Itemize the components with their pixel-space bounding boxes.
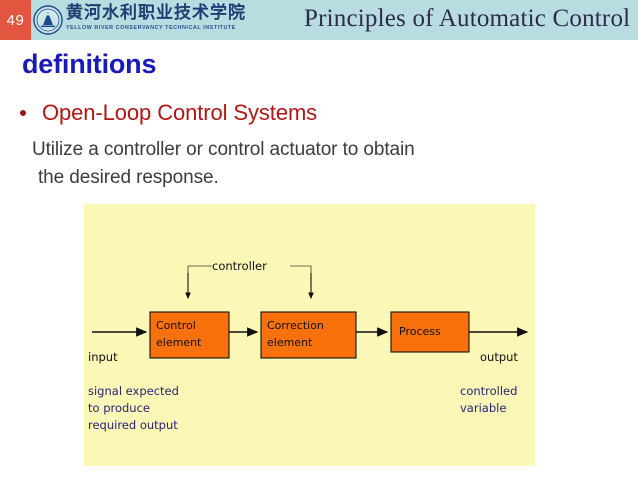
controller-bracket-label: controller bbox=[212, 259, 267, 273]
input-note-line-2: to produce bbox=[88, 401, 150, 415]
school-name-cn: 黄河水利职业技术学院 bbox=[66, 3, 246, 23]
block-control-element-line2: element bbox=[156, 336, 202, 349]
block-process[interactable]: Process bbox=[390, 311, 470, 353]
bullet-item-label: Open-Loop Control Systems bbox=[42, 100, 318, 125]
input-note-line-1: signal expected bbox=[88, 384, 179, 398]
school-name-en: YELLOW RIVER CONSERVANCY TECHNICAL INSTI… bbox=[66, 25, 236, 31]
output-note-line-1: controlled bbox=[460, 384, 517, 398]
body-text-line-2: the desired response. bbox=[38, 167, 219, 188]
block-diagram-panel: controller Control element Correction el… bbox=[84, 204, 535, 466]
block-correction-element-line1: Correction bbox=[267, 319, 324, 332]
school-name-block: 黄河水利职业技术学院 YELLOW RIVER CONSERVANCY TECH… bbox=[66, 3, 246, 38]
block-process-line1: Process bbox=[399, 325, 441, 338]
block-control-element[interactable]: Control element bbox=[149, 311, 230, 359]
output-note-line-2: variable bbox=[460, 401, 506, 415]
course-title: Principles of Automatic Control bbox=[304, 5, 631, 32]
body-text-line-1: Utilize a controller or control actuator… bbox=[32, 139, 415, 160]
block-diagram-svg: controller Control element Correction el… bbox=[88, 257, 529, 432]
page-number-badge: 49 bbox=[0, 0, 31, 40]
block-correction-element-line2: element bbox=[267, 336, 313, 349]
school-emblem-icon bbox=[33, 5, 63, 35]
controller-bracket bbox=[185, 257, 314, 300]
block-control-element-line1: Control bbox=[156, 319, 196, 332]
page-title: definitions bbox=[22, 49, 157, 79]
slide-header: 49 黄河水利职业技术学院 YELLOW RIVER CONSERVANCY T… bbox=[0, 0, 638, 40]
output-label: output bbox=[480, 350, 518, 364]
block-correction-element[interactable]: Correction element bbox=[260, 311, 357, 359]
header-divider bbox=[0, 40, 638, 42]
input-label: input bbox=[88, 350, 118, 364]
input-note-line-3: required output bbox=[88, 418, 178, 432]
bullet-dot-icon bbox=[20, 110, 26, 116]
bullet-item: Open-Loop Control Systems bbox=[20, 99, 440, 126]
